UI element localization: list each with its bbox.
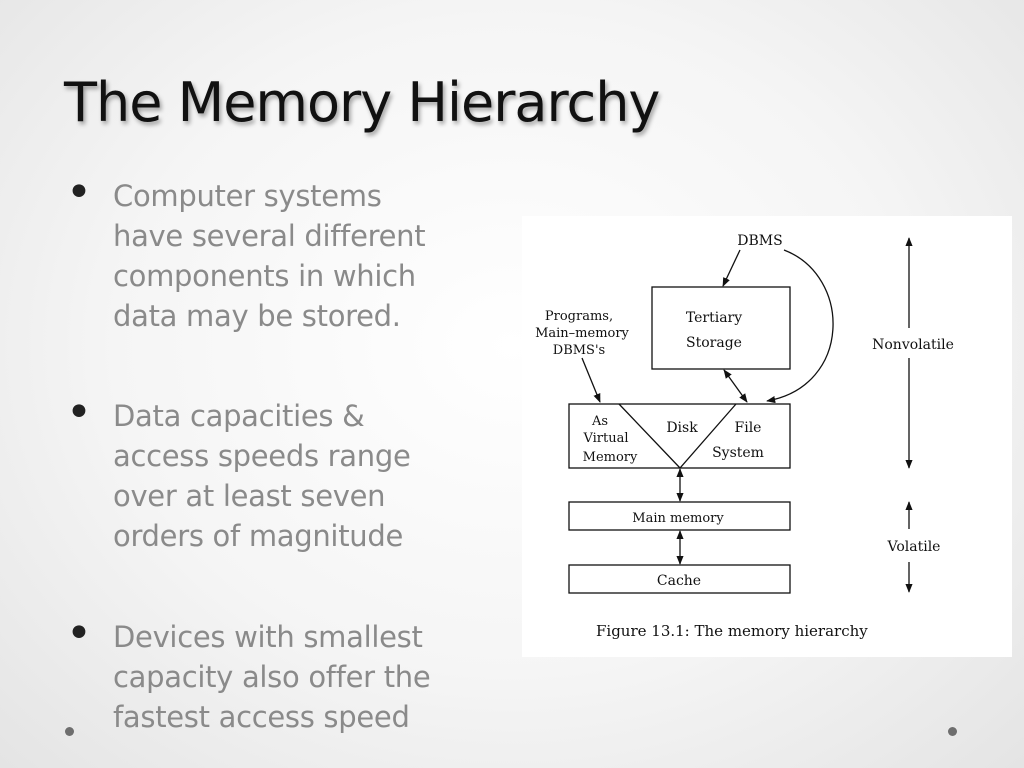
tertiary-label-line-1: Tertiary [686,310,742,326]
bullet-marker: • [66,608,92,659]
bullet-marker: • [66,387,92,438]
programs-label-line-1: Programs, [545,309,613,324]
corner-decoration-dot-right [948,727,957,736]
nonvolatile-label: Nonvolatile [872,337,954,353]
main-memory-label: Main memory [632,511,724,526]
tertiary-storage-box [651,286,791,370]
disk-partition-lines [618,403,737,469]
memory-hierarchy-diagram: DBMS Programs, Main–memory DBMS's Tertia… [535,233,954,640]
slide-title: The Memory Hierarchy [64,71,660,134]
bullet-text-2: Data capacities & access speeds range ov… [113,399,411,553]
dbms-label: DBMS [737,233,782,249]
virtual-memory-label-line-1: As [591,414,608,429]
virtual-memory-label-line-2: Virtual [582,431,628,446]
corner-decoration-dot-left [65,727,74,736]
file-system-label-line-1: File [735,420,762,436]
main-memory-box [568,501,791,531]
cache-label: Cache [657,573,701,589]
file-system-label-line-2: System [712,445,764,461]
bullet-text-3: Devices with smallest capacity also offe… [113,620,431,734]
tertiary-disk-arrow [723,369,748,403]
dbms-to-tertiary-arrow [722,249,741,287]
bullet-text-1: Computer systems have several different … [113,179,426,333]
virtual-memory-label-line-3: Memory [583,450,638,465]
programs-to-virtual-arrow [581,357,601,403]
programs-label-line-3: DBMS's [553,343,605,358]
bullet-marker: • [66,167,92,218]
programs-label-line-2: Main–memory [535,326,629,341]
memory-hierarchy-figure: DBMS Programs, Main–memory DBMS's Tertia… [522,216,1012,657]
volatile-label: Volatile [887,539,941,555]
disk-label: Disk [666,420,698,436]
tertiary-label-line-2: Storage [686,335,742,351]
figure-caption: Figure 13.1: The memory hierarchy [596,622,868,640]
dbms-to-filesystem-arrow [766,249,834,404]
cache-box [568,564,791,594]
